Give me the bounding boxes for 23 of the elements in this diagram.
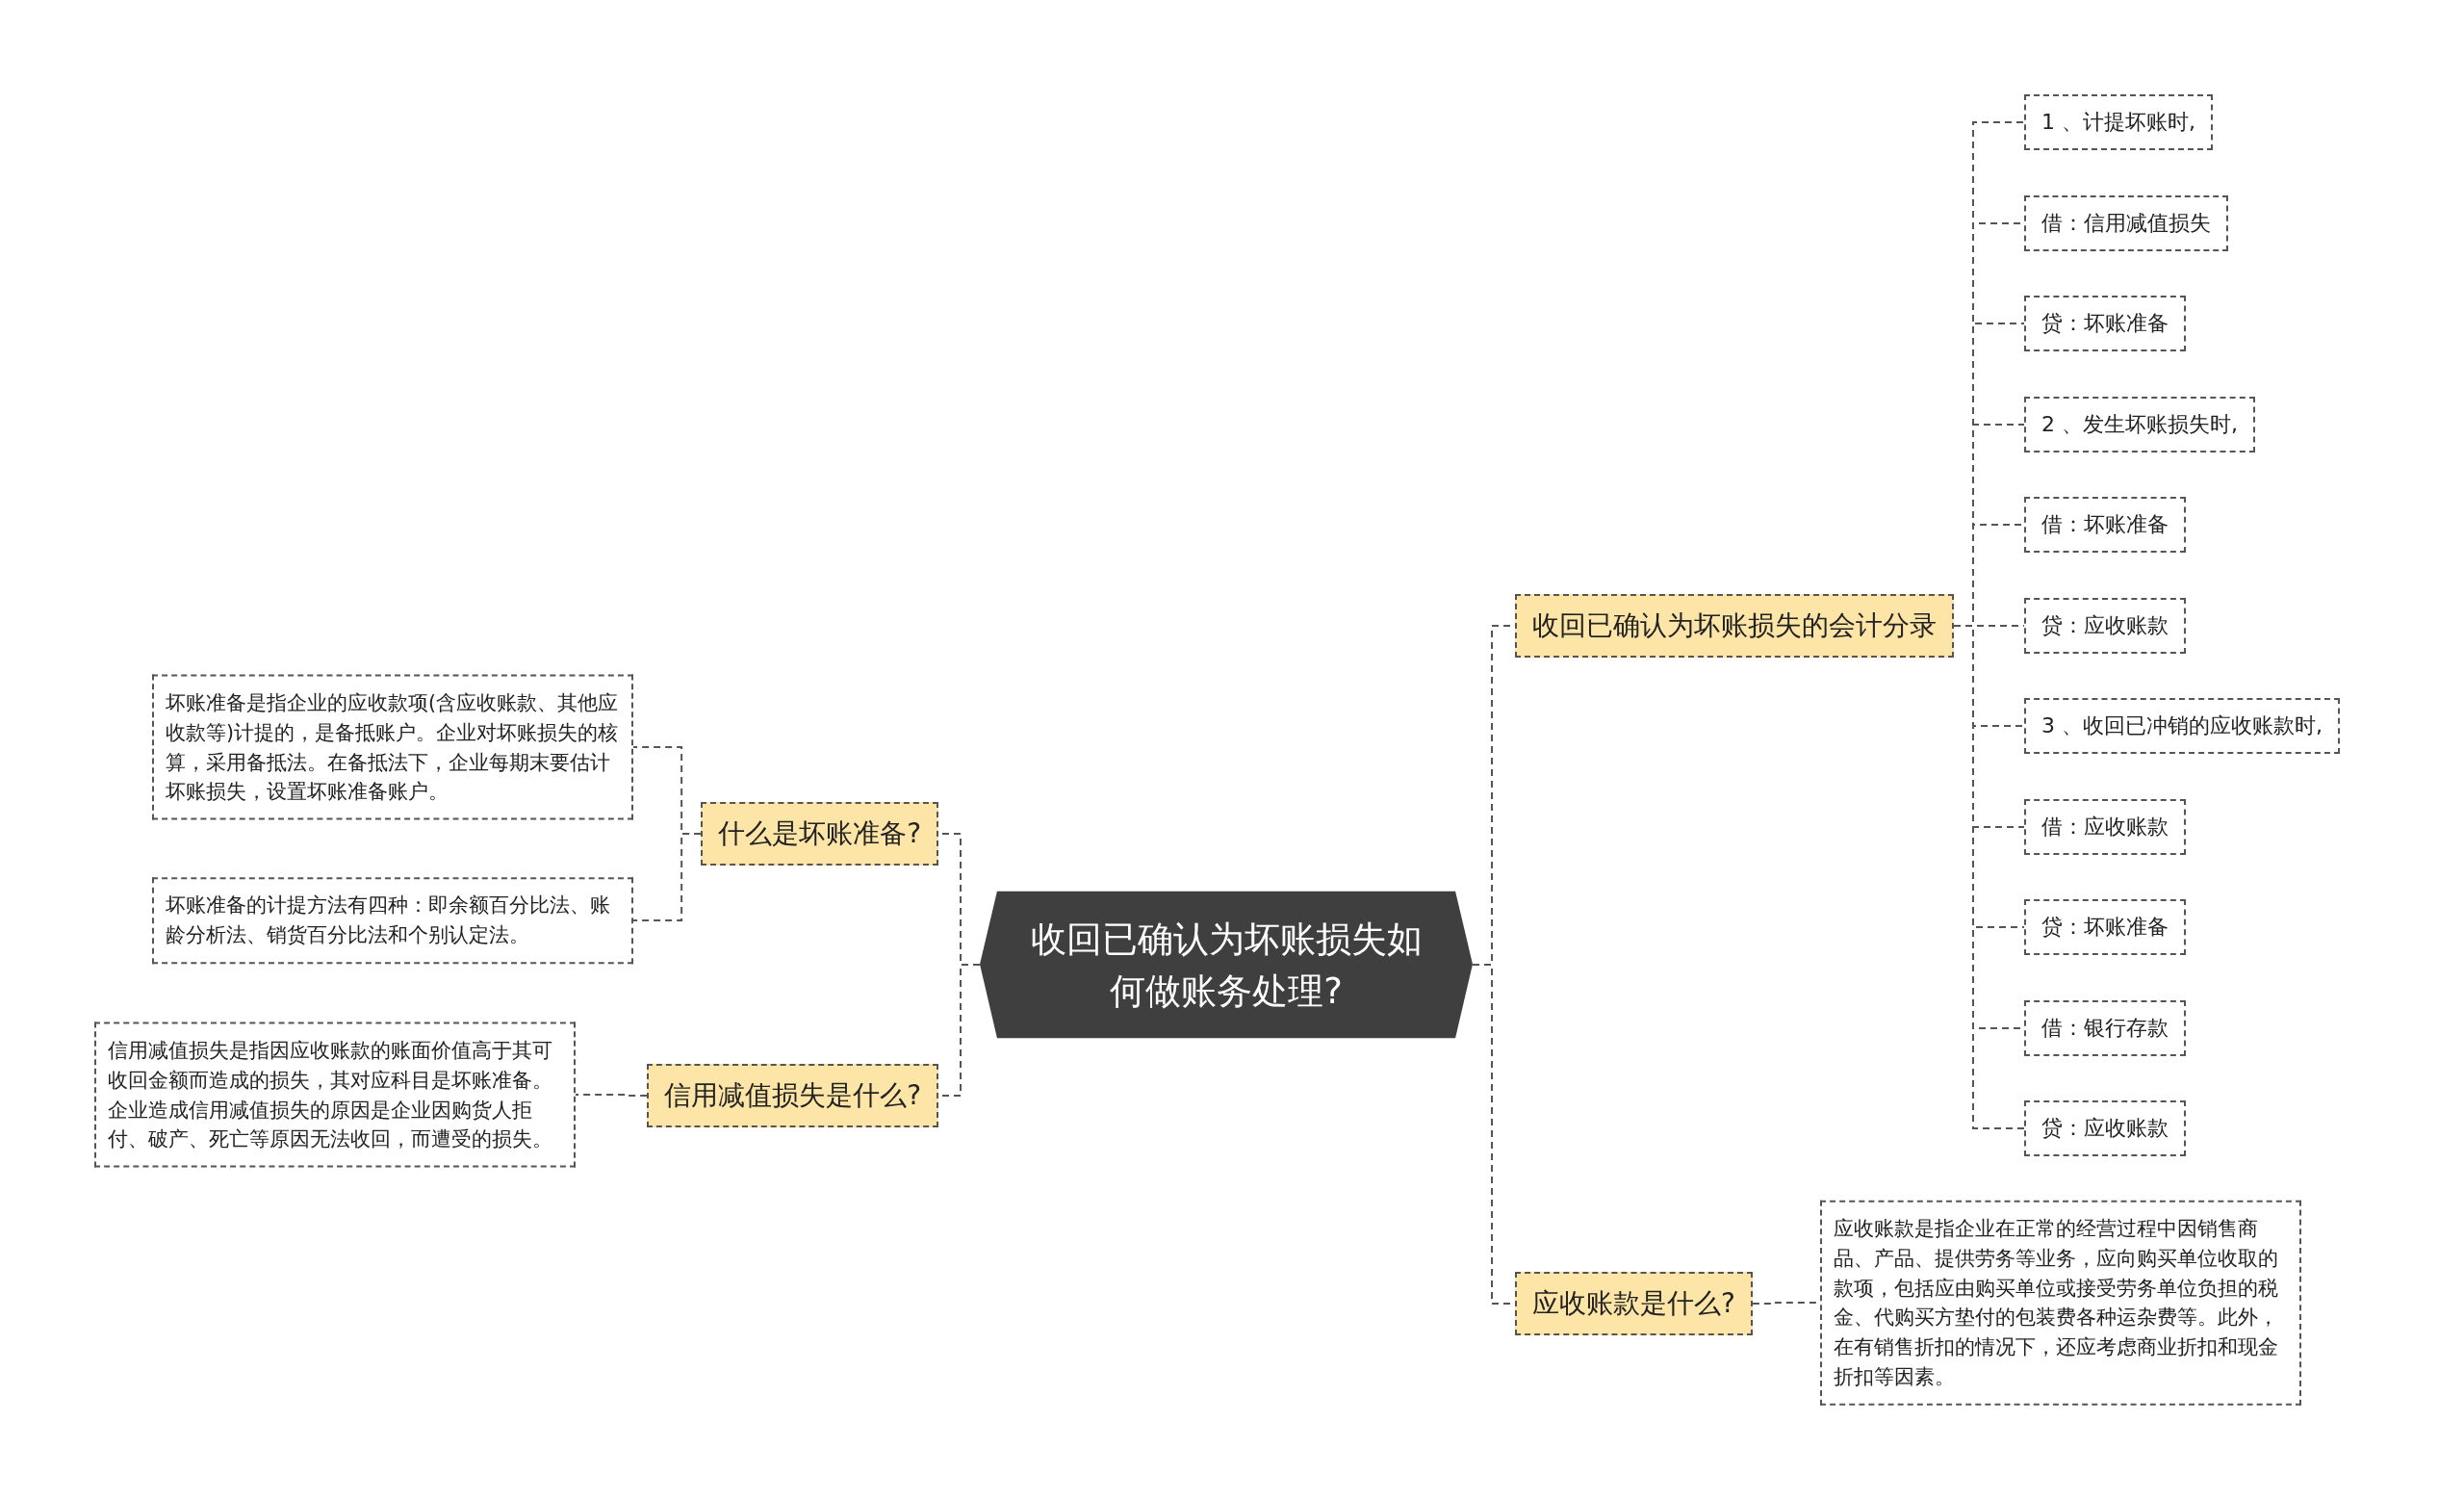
note-box: 坏账准备的计提方法有四种：即余额百分比法、账龄分析法、销货百分比法和个别认定法。 <box>152 877 633 964</box>
topic-box: 信用减值损失是什么? <box>647 1064 938 1127</box>
subtopic-box: 贷：应收账款 <box>2024 1100 2186 1156</box>
subtopic-box: 借：坏账准备 <box>2024 497 2186 553</box>
subtopic-box: 1 、计提坏账时, <box>2024 94 2213 150</box>
connector-line <box>632 833 703 921</box>
subtopic-box: 借：应收账款 <box>2024 799 2186 855</box>
topic-text: 收回已确认为坏账损失如何做账务处理? <box>1029 917 1424 1013</box>
subtopic-box: 借：信用减值损失 <box>2024 195 2228 251</box>
note-box: 信用减值损失是指因应收账款的账面价值高于其可收回金额而造成的损失，其对应科目是坏账准备。企业造成信用减值损失的原因是企业因购货人拒付、破产、死亡等原因无法收回，而遭受的损失。 <box>94 1022 576 1168</box>
topic-box: 什么是坏账准备? <box>701 802 938 866</box>
note-box: 应收账款是指企业在正常的经营过程中因销售商品、产品、提供劳务等业务，应向购买单位收取的款项，包括应由购买单位或接受劳务单位负担的税金、代购买方垫付的包装费各种运杂费等。此外，在有销售折扣的情况下，还应考虑商业折扣和现金折扣等因素。 <box>1820 1200 2301 1406</box>
subtopic-box: 贷：坏账准备 <box>2024 296 2186 351</box>
connector-line <box>575 1094 649 1097</box>
topic-box: 应收账款是什么? <box>1515 1272 1753 1335</box>
subtopic-box: 贷：应收账款 <box>2024 598 2186 654</box>
subtopic-box: 贷：坏账准备 <box>2024 899 2186 955</box>
note-box: 坏账准备是指企业的应收款项(含应收账款、其他应收款等)计提的，是备抵账户。企业对坏账损失的核算，采用备抵法。在备抵法下，企业每期末要估计坏账损失，设置坏账准备账户。 <box>152 674 633 820</box>
subtopic-box: 借：银行存款 <box>2024 1000 2186 1056</box>
subtopic-box: 3 、收回已冲销的应收账款时, <box>2024 698 2340 754</box>
topic-box: 收回已确认为坏账损失的会计分录 <box>1515 594 1954 658</box>
central-topic <box>980 891 1473 1039</box>
subtopic-box: 2 、发生坏账损失时, <box>2024 397 2255 453</box>
